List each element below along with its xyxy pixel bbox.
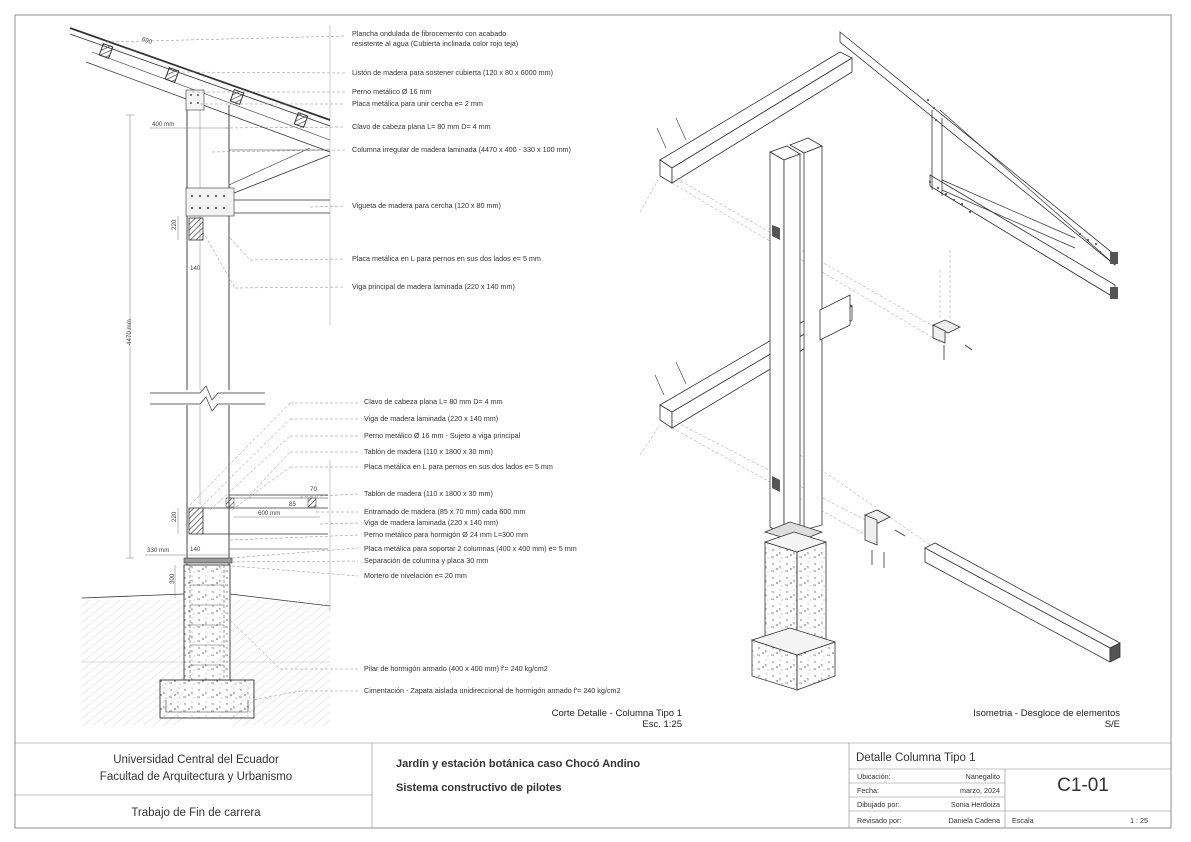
isometric-caption: Isometria - Desgloce de elementos xyxy=(973,708,1120,719)
callouts-top: Plancha ondulada de fibrocemento con aca… xyxy=(352,29,571,291)
dim-140-b: 140 xyxy=(190,546,201,553)
faculty-name: Facultad de Arquitectura y Urbanismo xyxy=(100,771,292,783)
dim-220-b: 220 xyxy=(171,511,178,522)
project-title: Jardín y estación botánica caso Chocó An… xyxy=(396,758,640,770)
purlin-section xyxy=(229,89,245,105)
callout-nail-2: Clavo de cabeza plana L= 80 mm D= 4 mm xyxy=(364,397,503,406)
university-name: Universidad Central del Ecuador xyxy=(113,754,279,766)
dimensions: 600 400 mm 220 140 4470 mm 70 85 600 mm … xyxy=(126,36,317,584)
field-label-location: Ubicación: xyxy=(857,772,891,781)
main-beam-section xyxy=(188,507,204,535)
purlin-section xyxy=(98,43,114,59)
callout-base-plate: Placa metálica para soportar 2 columnas … xyxy=(364,544,577,553)
dim-600: 600 xyxy=(141,36,154,46)
callout-bolt: Perno metálico Ø 16 mm xyxy=(352,87,432,96)
section-leaders xyxy=(105,35,359,701)
callout-framing: Entramado de madera (85 x 70 mm) cada 60… xyxy=(364,507,525,516)
callout-pier: Pilar de hormigón armado (400 x 400 mm) … xyxy=(364,664,548,673)
callouts-bottom: Clavo de cabeza plana L= 80 mm D= 4 mm V… xyxy=(364,397,620,695)
dim-400: 400 mm xyxy=(152,121,174,128)
title-block-text: Universidad Central del Ecuador Facultad… xyxy=(100,752,1148,825)
field-value-reviewed-by: Daniela Cadena xyxy=(948,816,1000,825)
callout-truss-plate: Placa metálica para unir cercha e= 2 mm xyxy=(352,99,483,108)
main-beam-section xyxy=(188,217,204,241)
field-value-location: Nanegalito xyxy=(966,772,1000,781)
field-label-drawn-by: Dibujado por: xyxy=(857,800,900,809)
callout-beam-2: Viga de madera laminada (220 x 140 mm) xyxy=(364,518,498,527)
project-subtitle: Sistema constructivo de pilotes xyxy=(396,782,562,794)
callout-fibrocement-sheet-2: resistente al agua (Cubierta inclinada c… xyxy=(352,39,518,48)
section-detail xyxy=(69,25,331,725)
thesis-label: Trabajo de Fin de carrera xyxy=(131,807,261,819)
callout-main-beam: Viga principal de madera laminada (220 x… xyxy=(352,282,515,291)
title-block xyxy=(15,742,1171,828)
callout-plank: Tablón de madera (110 x 1800 x 30 mm) xyxy=(364,447,493,456)
purlin-section xyxy=(293,112,309,128)
dim-330: 330 mm xyxy=(147,547,169,554)
section-scale: Esc. 1:25 xyxy=(642,719,682,730)
dim-70: 70 xyxy=(310,486,317,493)
field-value-drawn-by: Sonia Herdoiza xyxy=(951,800,1000,809)
callout-footing: Cimentación - Zapata aislada unidireccio… xyxy=(364,686,620,695)
field-value-date: marzo, 2024 xyxy=(960,786,1000,795)
sheet-title: Detalle Columna Tipo 1 xyxy=(856,752,976,764)
callout-l-plate: Placa metálica en L para pernos en sus d… xyxy=(352,254,541,263)
scale-label: Escala xyxy=(1012,816,1034,825)
callout-bolt-2: Perno metálico Ø 16 mm - Sujeto a viga p… xyxy=(364,431,521,440)
callout-nail: Clavo de cabeza plana L= 80 mm D= 4 mm xyxy=(352,122,491,131)
concrete-pier xyxy=(183,564,231,681)
callout-batten: Listón de madera para sostener cubierta … xyxy=(352,68,553,77)
dim-4470: 4470 mm xyxy=(126,319,133,345)
callout-plank-2: Tablón de madera (110 x 1800 x 30 mm) xyxy=(364,489,493,498)
callout-column: Columna irregular de madera laminada (44… xyxy=(352,145,571,154)
section-caption: Corte Detalle - Columna Tipo 1 xyxy=(552,708,682,719)
callout-anchor-bolt: Perno metálico para hormigón Ø 24 mm L=3… xyxy=(364,530,528,539)
callout-mortar: Mortero de nivelación e= 20 mm xyxy=(364,571,467,580)
footing xyxy=(159,679,255,719)
purlin-section xyxy=(164,67,180,83)
sheet-border xyxy=(14,14,1172,829)
isometric-scale: S/E xyxy=(1105,719,1120,730)
callout-beam: Viga de madera laminada (220 x 140 mm) xyxy=(364,414,498,423)
dim-300: 300 xyxy=(169,573,176,584)
field-label-date: Fecha: xyxy=(857,786,879,795)
callout-fibrocement-sheet: Plancha ondulada de fibrocemento con aca… xyxy=(352,29,506,38)
sheet-code: C1-01 xyxy=(1057,775,1109,796)
dim-140-a: 140 xyxy=(190,265,201,272)
callout-joist: Vigueta de madera para cercha (120 x 80 … xyxy=(352,201,501,210)
isometric-view xyxy=(639,31,1121,691)
dim-600-b: 600 mm xyxy=(258,510,280,517)
dim-85: 85 xyxy=(289,501,296,508)
callout-l-plate-2: Placa metálica en L para pernos en sus d… xyxy=(364,462,553,471)
scale-value: 1 : 25 xyxy=(1130,816,1148,825)
callout-gap: Separación de columna y placa 30 mm xyxy=(364,556,488,565)
dim-220-a: 220 xyxy=(171,219,178,230)
field-label-reviewed-by: Revisado por: xyxy=(857,816,901,825)
